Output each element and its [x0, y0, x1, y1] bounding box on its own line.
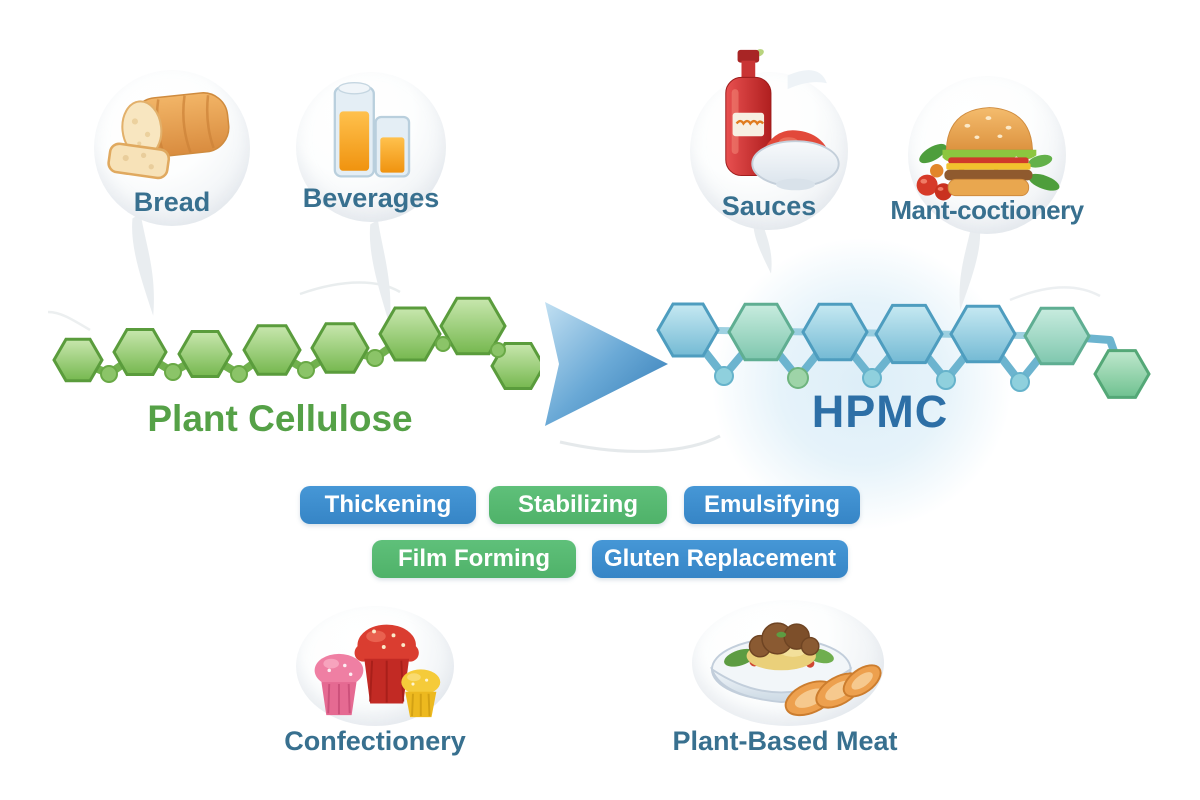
burger-label: Mant-coctionery	[890, 195, 1084, 225]
ketchup-and-sauce-bowl-icon	[725, 49, 840, 191]
function-badge-thickening: Thickening	[300, 486, 476, 524]
burger-bubble: Mant-coctionery	[890, 76, 1084, 234]
beverages-bubble-tail	[369, 220, 391, 326]
function-badge-film-forming: Film Forming	[372, 540, 576, 578]
beverages-label: Beverages	[302, 183, 440, 213]
hpmc-title: HPMC	[811, 386, 949, 437]
confectionery-bubble	[296, 606, 454, 726]
sauces-label: Sauces	[721, 191, 817, 221]
meat-bowl-icon	[710, 622, 882, 717]
plant-cellulose-title: Plant Cellulose	[147, 398, 413, 439]
beverages-bubble: Beverages	[296, 72, 446, 222]
sauces-bubble-tail	[753, 216, 772, 274]
confectionery-label: Confectionery	[284, 726, 466, 756]
bread-bubble: Bread	[94, 70, 250, 226]
function-badge-emulsifying: Emulsifying	[684, 486, 860, 524]
bread-label: Bread	[133, 187, 211, 217]
function-badge-gluten-replacement: Gluten Replacement	[592, 540, 848, 578]
plant-based-meat-label: Plant-Based Meat	[672, 726, 898, 756]
plant-based-meat-bubble	[692, 600, 884, 726]
bread-loaf-icon	[107, 92, 230, 180]
burger-bubble-tail	[959, 222, 981, 311]
cupcakes-icon	[314, 624, 441, 718]
juice-glasses-icon	[333, 81, 411, 178]
function-badge-stabilizing: Stabilizing	[489, 486, 667, 524]
burger-icon	[916, 107, 1060, 201]
green-cellulose-chain-icon	[52, 296, 540, 390]
blue-hpmc-chain-icon	[656, 302, 1151, 399]
bread-bubble-tail	[132, 214, 154, 316]
sauces-bubble: Sauces	[690, 49, 848, 230]
right-arrow-icon	[545, 302, 668, 426]
